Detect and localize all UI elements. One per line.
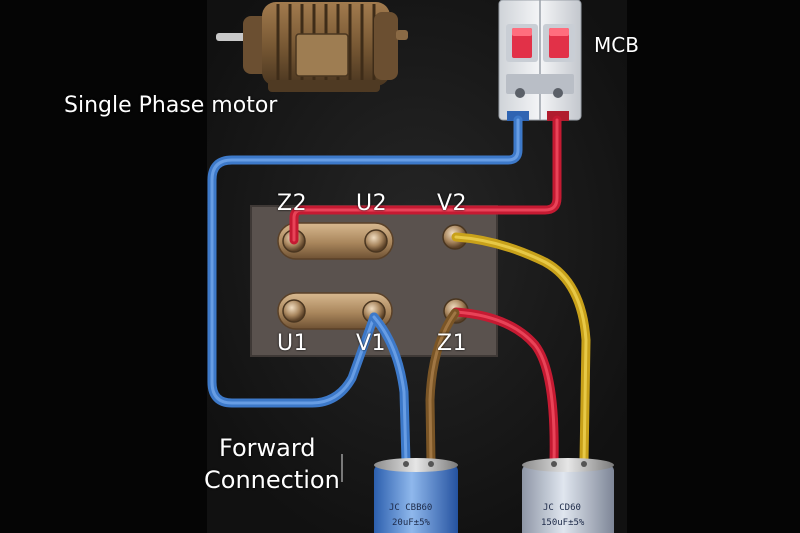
motor-label: Single Phase motor (64, 93, 278, 118)
link-bar-u1-v1 (277, 292, 393, 330)
single-phase-motor-icon (216, 2, 408, 92)
run-capacitor-icon (374, 458, 458, 533)
mcb-label: MCB (594, 33, 639, 57)
terminal-label-v1: V1 (356, 331, 387, 356)
link-bar-z2-u2 (277, 222, 394, 260)
run-capacitor-rating: 20uF±5% (392, 518, 430, 528)
caption-line-2: Connection (204, 466, 340, 494)
terminal-label-z1: Z1 (437, 331, 468, 356)
terminal-screws (282, 224, 469, 324)
terminal-label-v2: V2 (437, 191, 468, 216)
terminal-label-u1: U1 (277, 331, 309, 356)
terminal-label-u2: U2 (356, 191, 388, 216)
start-capacitor-rating: 150uF±5% (541, 518, 585, 528)
run-capacitor-brand: JC CBB60 (389, 503, 433, 513)
mcb-breaker-icon (498, 0, 582, 121)
caption-line-1: Forward (219, 434, 316, 462)
start-capacitor-brand: JC CD60 (543, 503, 581, 513)
terminal-label-z2: Z2 (277, 191, 308, 216)
start-capacitor-icon (522, 458, 614, 533)
